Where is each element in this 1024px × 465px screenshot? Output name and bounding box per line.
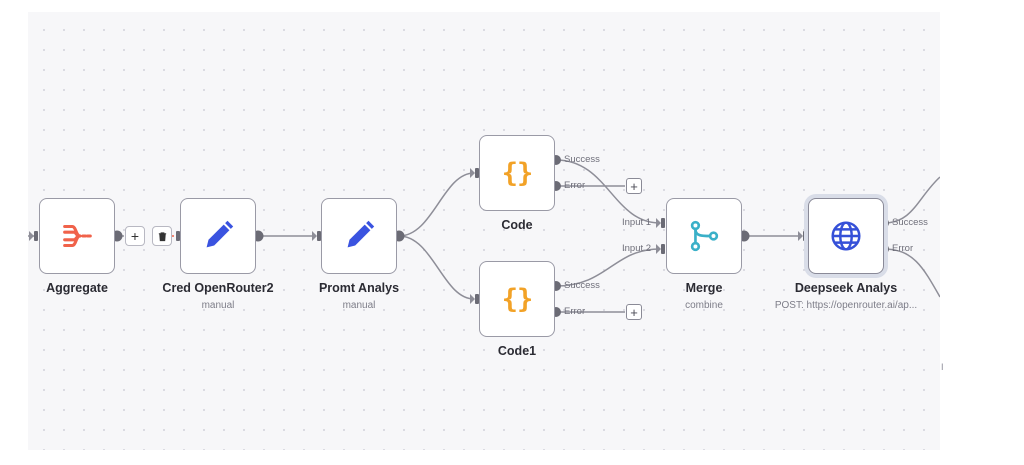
connection-promt-code	[398, 172, 475, 237]
merge-icon	[685, 217, 723, 255]
node-code-title: Code	[501, 218, 533, 232]
globe-icon	[827, 217, 865, 255]
code-braces-icon: {}	[501, 283, 534, 315]
workflow-canvas[interactable]: Aggregate + Cred OpenRouter2 manual Prom…	[28, 12, 940, 450]
offscreen-node-label-fragment: I	[941, 362, 944, 372]
code-error-add-button[interactable]: +	[626, 178, 642, 194]
connection-promt-code1	[398, 235, 475, 300]
node-aggregate-title: Aggregate	[46, 281, 108, 295]
node-promt-analys[interactable]	[321, 198, 397, 274]
code1-error-add-button[interactable]: +	[626, 304, 642, 320]
node-code1[interactable]: {}	[479, 261, 555, 337]
node-aggregate[interactable]	[39, 198, 115, 274]
merge-input-1-label: Input 1	[622, 217, 652, 228]
trash-icon	[158, 231, 166, 241]
port-in-aggregate	[34, 231, 38, 241]
node-promt-title: Promt Analys	[318, 281, 400, 295]
connection-deepseek-error	[883, 248, 940, 298]
port-in-promt	[317, 231, 321, 241]
node-deepseek-analys[interactable]	[808, 198, 884, 274]
node-merge-title: Merge	[685, 281, 723, 295]
pencil-icon	[199, 217, 237, 255]
port-in-code1	[475, 294, 479, 304]
merge-input-2-label: Input 2	[622, 243, 652, 254]
node-code[interactable]: {}	[479, 135, 555, 211]
node-deepseek-subtitle: POST: https://openrouter.ai/ap...	[774, 300, 918, 311]
code1-output-success-label: Success	[564, 280, 600, 291]
code-output-error-label: Error	[564, 180, 586, 191]
node-promt-subtitle: manual	[342, 300, 376, 311]
deepseek-output-error-label: Error	[892, 243, 914, 254]
edge-add-button[interactable]: +	[125, 226, 145, 246]
node-deepseek-title: Deepseek Analys	[794, 281, 898, 295]
node-merge[interactable]	[666, 198, 742, 274]
connection-code-merge	[555, 159, 661, 224]
code-output-success-label: Success	[564, 154, 600, 165]
port-in-deepseek	[803, 231, 807, 241]
port-in-merge-1	[661, 218, 665, 228]
node-merge-subtitle: combine	[685, 300, 723, 311]
port-in-cred	[176, 231, 180, 241]
code1-output-error-label: Error	[564, 306, 586, 317]
connection-deepseek-success	[883, 176, 940, 224]
node-code1-title: Code1	[497, 344, 537, 358]
code-braces-icon: {}	[501, 157, 534, 189]
connection-code1-merge	[555, 248, 661, 287]
port-in-code	[475, 168, 479, 178]
edge-delete-button[interactable]	[152, 226, 172, 246]
deepseek-output-success-label: Success	[892, 217, 928, 228]
port-in-merge-2	[661, 244, 665, 254]
node-cred-title: Cred OpenRouter2	[162, 281, 274, 295]
node-cred-subtitle: manual	[201, 300, 235, 311]
node-cred-openrouter2[interactable]	[180, 198, 256, 274]
pencil-icon	[340, 217, 378, 255]
aggregate-icon	[58, 217, 96, 255]
